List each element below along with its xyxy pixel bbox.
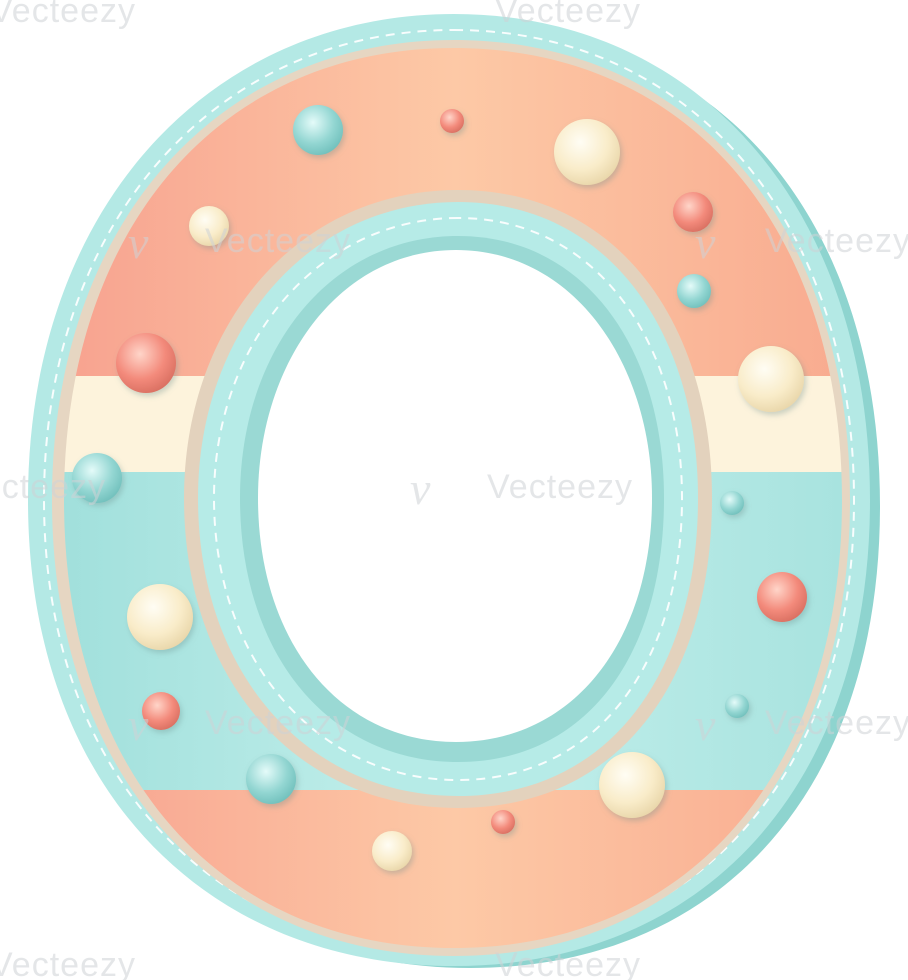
- watermark-text: Vecteezy: [495, 0, 641, 30]
- dot-mint: [246, 754, 296, 804]
- dot-cream: [372, 831, 412, 871]
- watermark-logo-icon: v: [128, 217, 149, 268]
- dot-coral: [440, 109, 464, 133]
- dot-coral: [673, 192, 713, 232]
- watermark-text: Vecteezy: [765, 704, 908, 742]
- watermark-logo-icon: v: [695, 699, 716, 750]
- letter-hole: [258, 250, 652, 742]
- dot-cream: [738, 346, 804, 412]
- dot-cream: [599, 752, 665, 818]
- watermark-text: Vecteezy: [0, 0, 136, 30]
- dot-coral: [142, 692, 180, 730]
- dot-coral: [116, 333, 176, 393]
- decorative-dots: [72, 105, 807, 871]
- dot-cream: [127, 584, 193, 650]
- watermark-logo-icon: v: [695, 217, 716, 268]
- watermark-text: Vecteezy: [0, 468, 106, 506]
- watermark-text: Vecteezy: [765, 222, 908, 260]
- dot-mint: [725, 694, 749, 718]
- watermark-text: Vecteezy: [0, 946, 136, 980]
- dot-mint: [677, 274, 711, 308]
- watermark-logo-icon: v: [128, 699, 149, 750]
- watermark-text: Vecteezy: [205, 704, 351, 742]
- dot-mint: [293, 105, 343, 155]
- watermark-text: Vecteezy: [487, 468, 633, 506]
- watermark-logo-icon: v: [410, 463, 431, 514]
- dot-cream: [189, 206, 229, 246]
- watermark-text: Vecteezy: [495, 946, 641, 980]
- dot-mint: [72, 453, 122, 503]
- dot-coral: [757, 572, 807, 622]
- dot-cream: [554, 119, 620, 185]
- watermark-text: Vecteezy: [205, 222, 351, 260]
- inner-stitch: [212, 216, 684, 782]
- dot-mint: [720, 491, 744, 515]
- dot-coral: [491, 810, 515, 834]
